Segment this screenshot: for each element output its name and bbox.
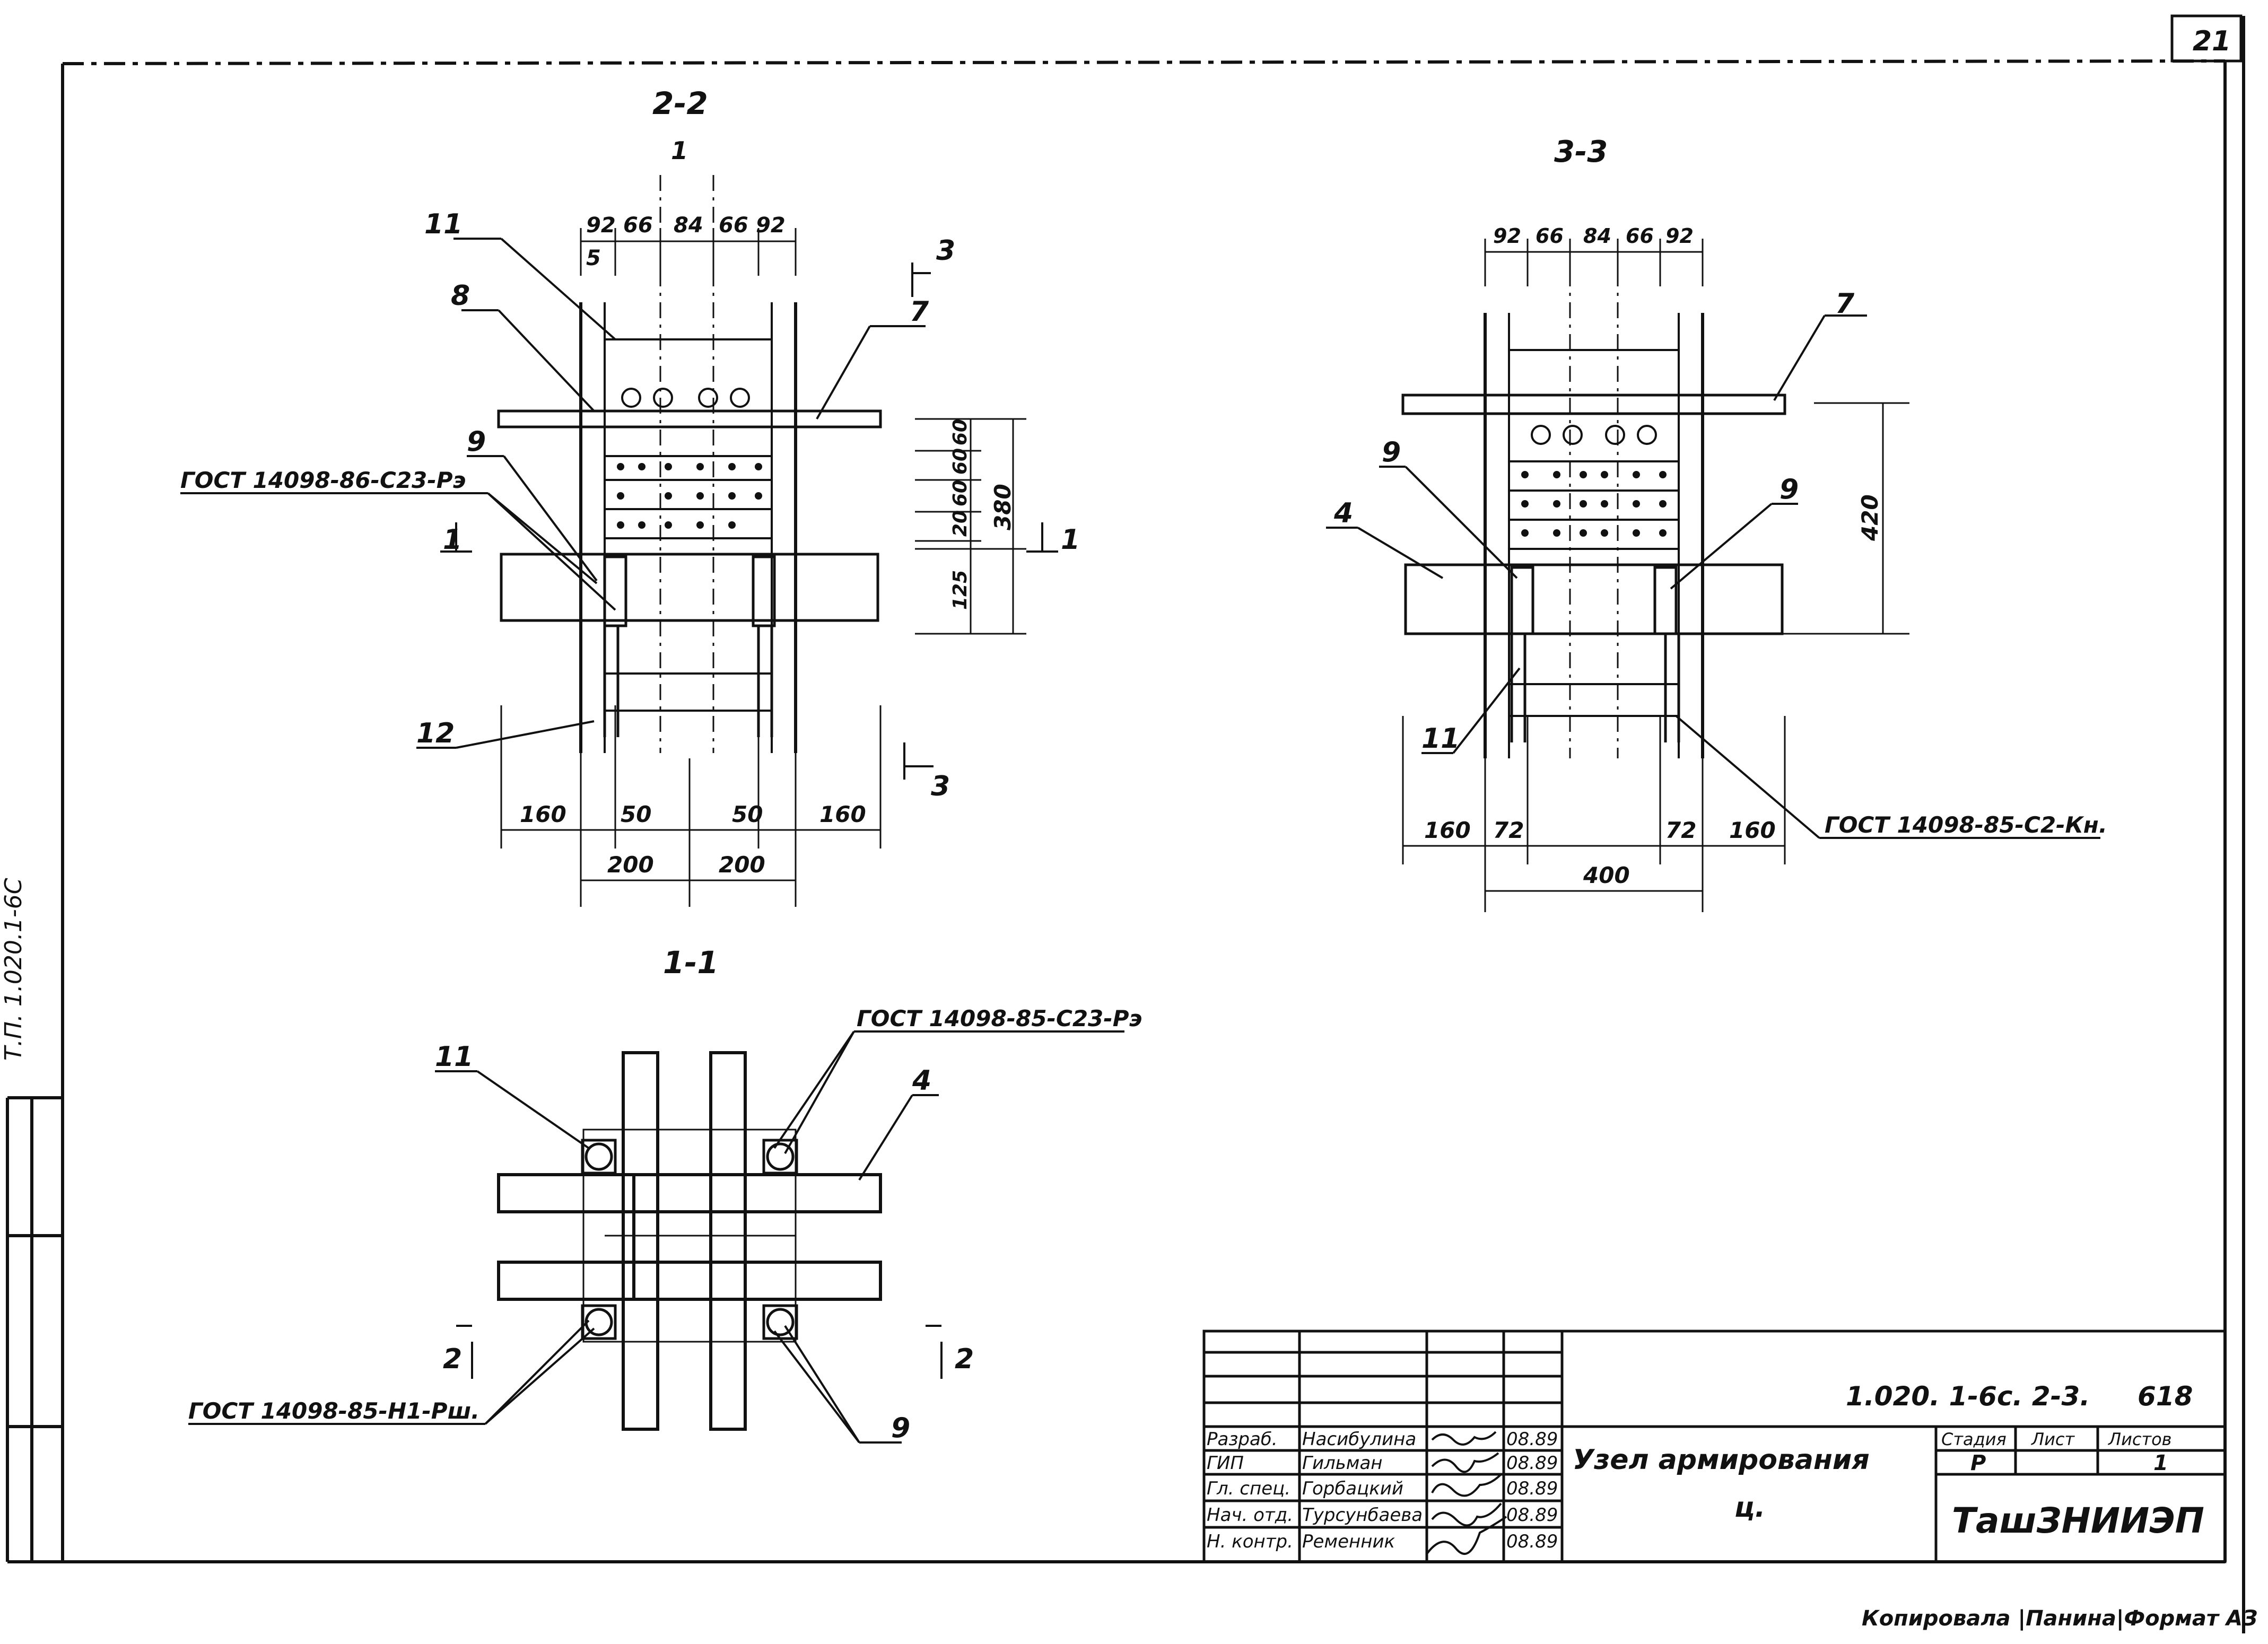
s33-bottom-dim-1: 160 bbox=[1424, 817, 1471, 843]
tb-name-1: Насибулина bbox=[1302, 1429, 1416, 1450]
doc-suffix: 618 bbox=[2138, 1381, 2193, 1412]
section-2-2-marker-1: 1 bbox=[671, 136, 688, 165]
s33-callout-7: 7 bbox=[1835, 288, 1855, 320]
tb-date-3: 08.89 bbox=[1506, 1478, 1558, 1499]
s22-callout-8: 8 bbox=[451, 280, 470, 312]
s11-weld-note-bottom: ГОСТ 14098-85-Н1-Рш. bbox=[188, 1398, 479, 1424]
s33-bottom-dim-4: 160 bbox=[1729, 817, 1776, 843]
s11-callout-9: 9 bbox=[891, 1412, 910, 1444]
s22-bottom-dim2-1: 200 bbox=[607, 852, 654, 878]
s33-bottom-dim-2: 72 bbox=[1493, 817, 1524, 843]
s11-weld-note-top: ГОСТ 14098-85-С23-Рэ bbox=[857, 1005, 1142, 1031]
s22-section-1-left: 1 bbox=[443, 524, 462, 556]
s33-right-total: 420 bbox=[1857, 494, 1883, 541]
s22-right-total: 380 bbox=[990, 484, 1016, 530]
s22-dim-s: 5 bbox=[586, 246, 601, 270]
col-sheet: Лист bbox=[2031, 1429, 2075, 1449]
section-3-3-title: 3-3 bbox=[1554, 135, 1608, 169]
stage-value: Р bbox=[1970, 1451, 1986, 1475]
s22-bottom-dim-3: 50 bbox=[732, 801, 763, 827]
s33-top-dim-4: 66 bbox=[1626, 224, 1654, 248]
s22-right-dim-3: 60 bbox=[949, 480, 971, 506]
s22-bottom-dim-2: 50 bbox=[621, 801, 651, 827]
s33-top-dim-1: 92 bbox=[1493, 224, 1521, 248]
section-1-1-title: 1-1 bbox=[663, 945, 719, 981]
s22-top-dim-4: 66 bbox=[719, 213, 748, 238]
s22-callout-11: 11 bbox=[424, 208, 463, 240]
col-sheets: Листов bbox=[2108, 1429, 2172, 1449]
s33-callout-11: 11 bbox=[1421, 723, 1460, 755]
s33-top-dim-2: 66 bbox=[1536, 224, 1564, 248]
tb-date-4: 08.89 bbox=[1506, 1505, 1558, 1526]
sheets-value: 1 bbox=[2153, 1451, 2168, 1475]
drawing-title-line2: ц. bbox=[1734, 1492, 1765, 1524]
tb-name-4: Турсунбаева bbox=[1302, 1505, 1423, 1526]
signatures bbox=[1426, 1431, 1507, 1555]
s22-right-dim-1: 60 bbox=[949, 419, 971, 445]
s22-top-dim-2: 66 bbox=[623, 213, 653, 238]
tb-role-5: Н. контр. bbox=[1207, 1531, 1293, 1552]
section-2-2-title: 2-2 bbox=[652, 85, 708, 121]
tb-name-3: Горбацкий bbox=[1302, 1478, 1403, 1499]
s22-top-dim-3: 84 bbox=[674, 213, 703, 238]
tb-role-1: Разраб. bbox=[1207, 1429, 1278, 1450]
s22-section-1-right: 1 bbox=[1061, 524, 1080, 556]
tb-date-2: 08.89 bbox=[1506, 1453, 1558, 1474]
s22-bottom-dim-4: 160 bbox=[819, 801, 866, 827]
s11-callout-4: 4 bbox=[912, 1065, 931, 1097]
doc-code: 1.020. 1-6с. 2-3. bbox=[1846, 1381, 2090, 1412]
tb-name-2: Гильман bbox=[1302, 1453, 1383, 1474]
s22-right-dim-4: 20 bbox=[949, 510, 971, 537]
s22-section-3-bottom: 3 bbox=[931, 771, 950, 802]
s33-top-dim-3: 84 bbox=[1583, 224, 1611, 248]
s11-section-2-right: 2 bbox=[955, 1343, 974, 1375]
s22-section-3-top: 3 bbox=[936, 235, 955, 267]
section-2-2: 2-2 1 bbox=[180, 85, 1080, 907]
s22-bottom-dim-1: 160 bbox=[520, 801, 566, 827]
sheet-number-box: 21 bbox=[2170, 14, 2243, 63]
s22-weld-note: ГОСТ 14098-86-С23-Рэ bbox=[180, 467, 466, 493]
tb-name-5: Ременник bbox=[1302, 1531, 1395, 1552]
tb-role-4: Нач. отд. bbox=[1207, 1505, 1293, 1526]
col-stage: Стадия bbox=[1941, 1429, 2007, 1449]
s33-callout-9-left: 9 bbox=[1382, 436, 1401, 468]
left-strip-text: Т.П. 1.020.1-6С bbox=[0, 878, 27, 1061]
sheet-number: 21 bbox=[2193, 25, 2231, 57]
copy-note: Копировала |Панина|Формат АЗ bbox=[1862, 1606, 2257, 1631]
s33-callout-4: 4 bbox=[1333, 497, 1353, 529]
s22-callout-9: 9 bbox=[467, 426, 486, 458]
tb-role-2: ГИП bbox=[1207, 1453, 1244, 1474]
drawing-title-line1: Узел армирования bbox=[1573, 1444, 1870, 1476]
s33-top-dim-5: 92 bbox=[1665, 224, 1694, 248]
title-block: 1.020. 1-6с. 2-3. 618 Разраб. Насибулина… bbox=[1202, 1330, 2227, 1563]
section-1-1: 1-1 11 4 9 bbox=[188, 945, 1142, 1444]
s11-callout-11: 11 bbox=[435, 1041, 473, 1073]
tb-date-1: 08.89 bbox=[1506, 1429, 1558, 1450]
s33-weld-note: ГОСТ 14098-85-С2-Кн. bbox=[1825, 812, 2107, 838]
section-3-3: 3-3 bbox=[1326, 135, 2107, 912]
s22-top-dim-1: 92 bbox=[586, 213, 616, 238]
s22-top-dim-5: 92 bbox=[756, 213, 786, 238]
s11-section-2-left: 2 bbox=[443, 1343, 462, 1375]
s22-callout-7: 7 bbox=[910, 296, 929, 328]
s22-right-dim-5: 125 bbox=[949, 570, 971, 610]
tb-role-3: Гл. спец. bbox=[1207, 1478, 1290, 1499]
organization: ТашЗНИИЭП bbox=[1952, 1500, 2204, 1541]
s33-bottom-total: 400 bbox=[1583, 862, 1630, 888]
s22-right-dim-2: 60 bbox=[949, 448, 971, 475]
s22-callout-12: 12 bbox=[416, 718, 455, 749]
s33-callout-9-right: 9 bbox=[1779, 474, 1799, 505]
tb-date-5: 08.89 bbox=[1506, 1531, 1558, 1552]
s22-bottom-dim2-2: 200 bbox=[719, 852, 765, 878]
s33-bottom-dim-3: 72 bbox=[1665, 817, 1696, 843]
